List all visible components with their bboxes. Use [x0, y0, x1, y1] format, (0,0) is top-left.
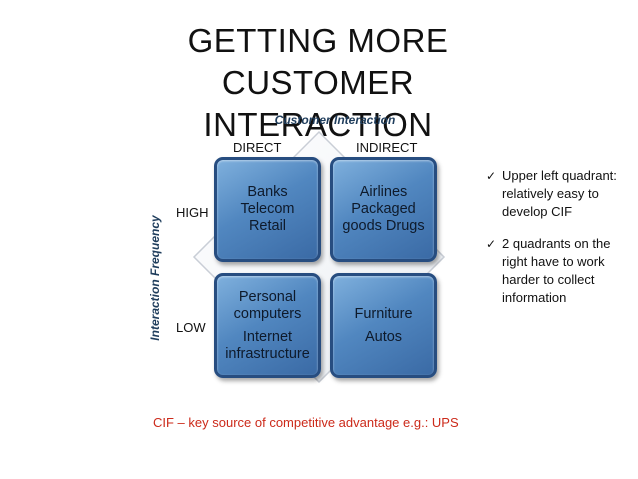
quadrant-direct-low: Personal computers Internet infrastructu… [214, 273, 321, 378]
interaction-frequency-axis-label: Interaction Frequency [148, 215, 162, 341]
quadrant-text: Retail [248, 218, 287, 234]
check-mark-icon: ✓ [486, 169, 497, 183]
quadrant-text: Autos [364, 328, 403, 345]
bullet-item: ✓ Upper left quadrant: relatively easy t… [486, 167, 626, 221]
bullet-text: Upper left quadrant: relatively easy to … [502, 168, 617, 219]
title-line-1: GETTING MORE CUSTOMER [187, 22, 449, 101]
check-mark-icon: ✓ [486, 237, 497, 251]
quadrant-text: infrastructure [225, 345, 310, 362]
quadrant-text: computers [233, 305, 302, 322]
bullet-text: 2 quadrants on the right have to work ha… [502, 236, 611, 305]
quadrant-text: Furniture [354, 305, 413, 322]
quadrant-text: Banks [247, 184, 288, 200]
bullet-item: ✓ 2 quadrants on the right have to work … [486, 235, 626, 307]
footer-note: CIF – key source of competitive advantag… [153, 415, 459, 430]
quadrant-text: Airlines [359, 184, 408, 200]
quadrant-text: Packaged [351, 201, 416, 217]
quadrant-text: Telecom [240, 201, 295, 217]
quadrant-direct-high: Banks Telecom Retail [214, 157, 321, 262]
quadrant-indirect-low: Furniture Autos [330, 273, 437, 378]
slide-title: GETTING MORE CUSTOMER INTERACTION [90, 20, 546, 146]
quadrant-text: goods Drugs [342, 218, 425, 234]
column-label-indirect: INDIRECT [356, 140, 418, 155]
customer-interaction-axis-label: Customer Interaction [274, 113, 396, 127]
bullet-list: ✓ Upper left quadrant: relatively easy t… [486, 167, 626, 321]
quadrant-text: Internet [242, 328, 293, 345]
row-label-high: HIGH [176, 205, 209, 220]
column-label-direct: DIRECT [233, 140, 282, 155]
row-label-low: LOW [176, 320, 206, 335]
quadrant-indirect-high: Airlines Packaged goods Drugs [330, 157, 437, 262]
quadrant-text: Personal [238, 288, 297, 305]
